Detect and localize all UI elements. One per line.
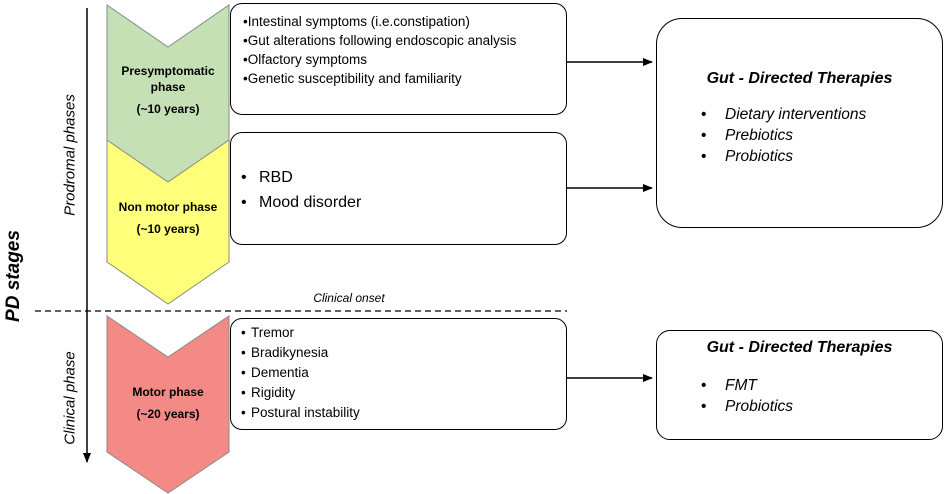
chevron-motor bbox=[106, 315, 230, 494]
symptom-item: Gut alterations following endoscopic ana… bbox=[243, 31, 558, 50]
pd-stages-label: PD stages bbox=[3, 230, 24, 322]
clinical-onset-label: Clinical onset bbox=[313, 291, 385, 305]
symptom-item: Mood disorder bbox=[241, 190, 558, 215]
prodromal-phases-label: Prodromal phases bbox=[61, 94, 79, 216]
phase-motor-text: Motor phase (~20 years) bbox=[110, 384, 226, 422]
phase-name-line: Motor phase bbox=[132, 385, 204, 399]
therapy-title: Gut - Directed Therapies bbox=[706, 70, 893, 87]
phase-name-line: phase bbox=[150, 80, 186, 95]
phase-duration: (~10 years) bbox=[136, 222, 200, 237]
motor-symptoms-box: Tremor Bradikynesia Dementia Rigidity Po… bbox=[230, 318, 567, 430]
symptom-item: Tremor bbox=[241, 323, 558, 343]
non-motor-symptoms-box: RBD Mood disorder bbox=[230, 132, 567, 245]
symptom-item: Postural instability bbox=[241, 403, 558, 423]
clinical-phase-label: Clinical phase bbox=[61, 351, 79, 445]
therapy-item: Probiotics bbox=[701, 146, 942, 167]
phase-name-line: Presymptomatic bbox=[121, 64, 215, 78]
phase-presymptomatic-text: Presymptomatic phase (~10 years) bbox=[110, 63, 226, 118]
presymptomatic-symptoms-box: Intestinal symptoms (i.e.constipation) G… bbox=[230, 3, 567, 115]
phase-duration: (~10 years) bbox=[136, 102, 200, 117]
therapy-item: Probiotics bbox=[701, 396, 942, 417]
symptom-item: Rigidity bbox=[241, 383, 558, 403]
phase-name-line: Non motor phase bbox=[118, 200, 218, 214]
symptom-item: Dementia bbox=[241, 363, 558, 383]
therapy-box-clinical: Gut - Directed Therapies FMT Probiotics bbox=[656, 330, 943, 440]
symptom-item: Olfactory symptoms bbox=[243, 50, 558, 69]
symptom-item: Genetic susceptibility and familiarity bbox=[243, 69, 558, 88]
symptom-item: Intestinal symptoms (i.e.constipation) bbox=[243, 12, 558, 31]
symptom-item: Bradikynesia bbox=[241, 343, 558, 363]
phase-non-motor-text: Non motor phase (~10 years) bbox=[110, 199, 226, 237]
therapy-title: Gut - Directed Therapies bbox=[706, 339, 893, 356]
therapy-item: Dietary interventions bbox=[701, 104, 942, 125]
chevron-non-motor bbox=[106, 139, 230, 305]
therapy-item: Prebiotics bbox=[701, 125, 942, 146]
symptom-item: RBD bbox=[241, 165, 558, 190]
therapy-item: FMT bbox=[701, 375, 942, 396]
phase-duration: (~20 years) bbox=[136, 407, 200, 422]
therapy-box-prodromal: Gut - Directed Therapies Dietary interve… bbox=[656, 18, 943, 228]
